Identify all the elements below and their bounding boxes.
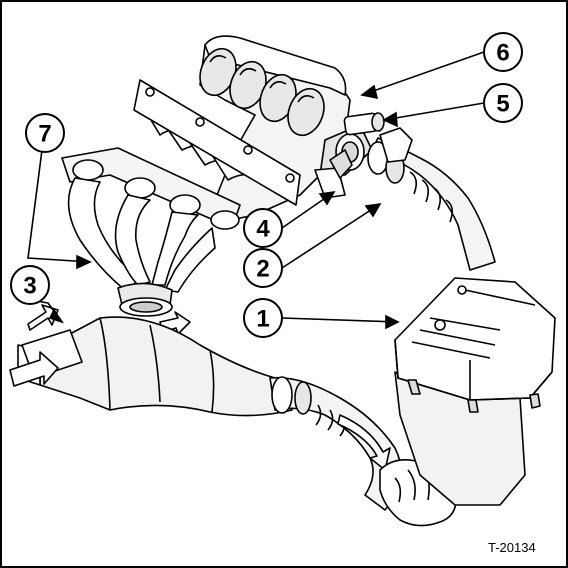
callout-label-1: 1 — [256, 306, 269, 333]
callout-label-6: 6 — [496, 40, 509, 67]
callout-3: 3 — [10, 265, 50, 305]
figure-reference: T-20134 — [488, 540, 536, 555]
callout-4: 4 — [243, 208, 283, 248]
callout-6: 6 — [483, 32, 523, 72]
callout-label-2: 2 — [256, 256, 269, 283]
upper-intake-hose — [367, 127, 496, 271]
exhaust-manifold — [61, 147, 241, 335]
callout-7: 7 — [25, 113, 65, 153]
callout-1: 1 — [243, 298, 283, 338]
air-filter-box — [394, 277, 556, 506]
callout-circle — [483, 32, 523, 72]
callout-2: 2 — [243, 248, 283, 288]
callout-circle — [243, 248, 283, 288]
callout-label-3: 3 — [23, 273, 36, 300]
cold-air-intake-duct — [9, 304, 293, 417]
callout-circle — [483, 83, 523, 123]
sensor-connector — [343, 112, 385, 136]
callout-label-4: 4 — [256, 216, 270, 243]
callout-circle — [243, 298, 283, 338]
callout-circle — [25, 113, 65, 153]
callout-circle — [243, 208, 283, 248]
callout-circle — [10, 265, 50, 305]
callout-label-7: 7 — [38, 121, 51, 148]
intake-manifold — [133, 35, 373, 221]
callout-5: 5 — [483, 83, 523, 123]
callout-label-5: 5 — [496, 91, 509, 118]
leader-lines — [27, 51, 485, 330]
